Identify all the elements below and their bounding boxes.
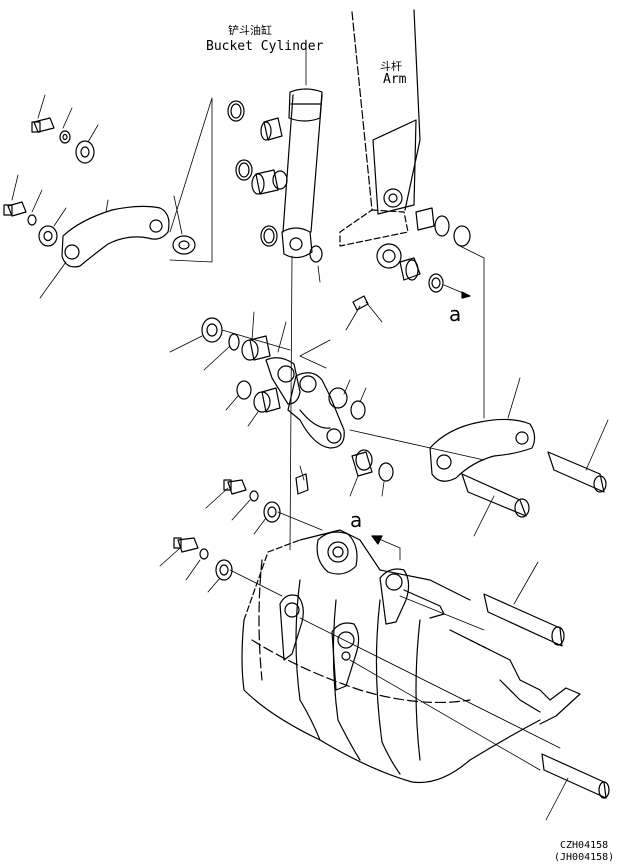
side-links [265,357,485,497]
bucket-cylinder-rod [282,39,323,233]
lower-bolt-washer-set [3,174,67,247]
drawing-code-secondary: (JH004158) [554,852,615,863]
detail-a-callout-bottom: a [350,508,363,532]
lower-left-bolts [159,479,323,597]
right-link-plate [429,377,536,482]
left-link-plate [39,195,196,299]
cylinder-pin-seals [227,100,288,247]
right-pins [461,419,610,821]
detail-a-arrow-bottom [371,535,401,561]
arm-axis-line [457,244,485,259]
arm-pin-seals [399,207,471,299]
mid-washers-bushings [169,311,291,427]
bucket-cylinder-label-cn: 铲斗油缸 [228,24,272,37]
detail-a-callout-top: a [449,302,462,326]
bucket [241,529,581,784]
upper-bolt-washer-set [31,94,99,164]
arm-structure [339,9,421,269]
bucket-cylinder-label-en: Bucket Cylinder [206,39,324,54]
arm-label-en: Arm [383,72,407,87]
arm-label-cn: 斗杆 [380,60,402,73]
grease-fitting-upper [299,295,383,369]
leader-bracket [169,97,213,263]
drawing-code-primary: CZH04158 [560,840,609,851]
grease-fitting-lower [295,465,309,495]
cylinder-rod-eye [281,227,323,283]
